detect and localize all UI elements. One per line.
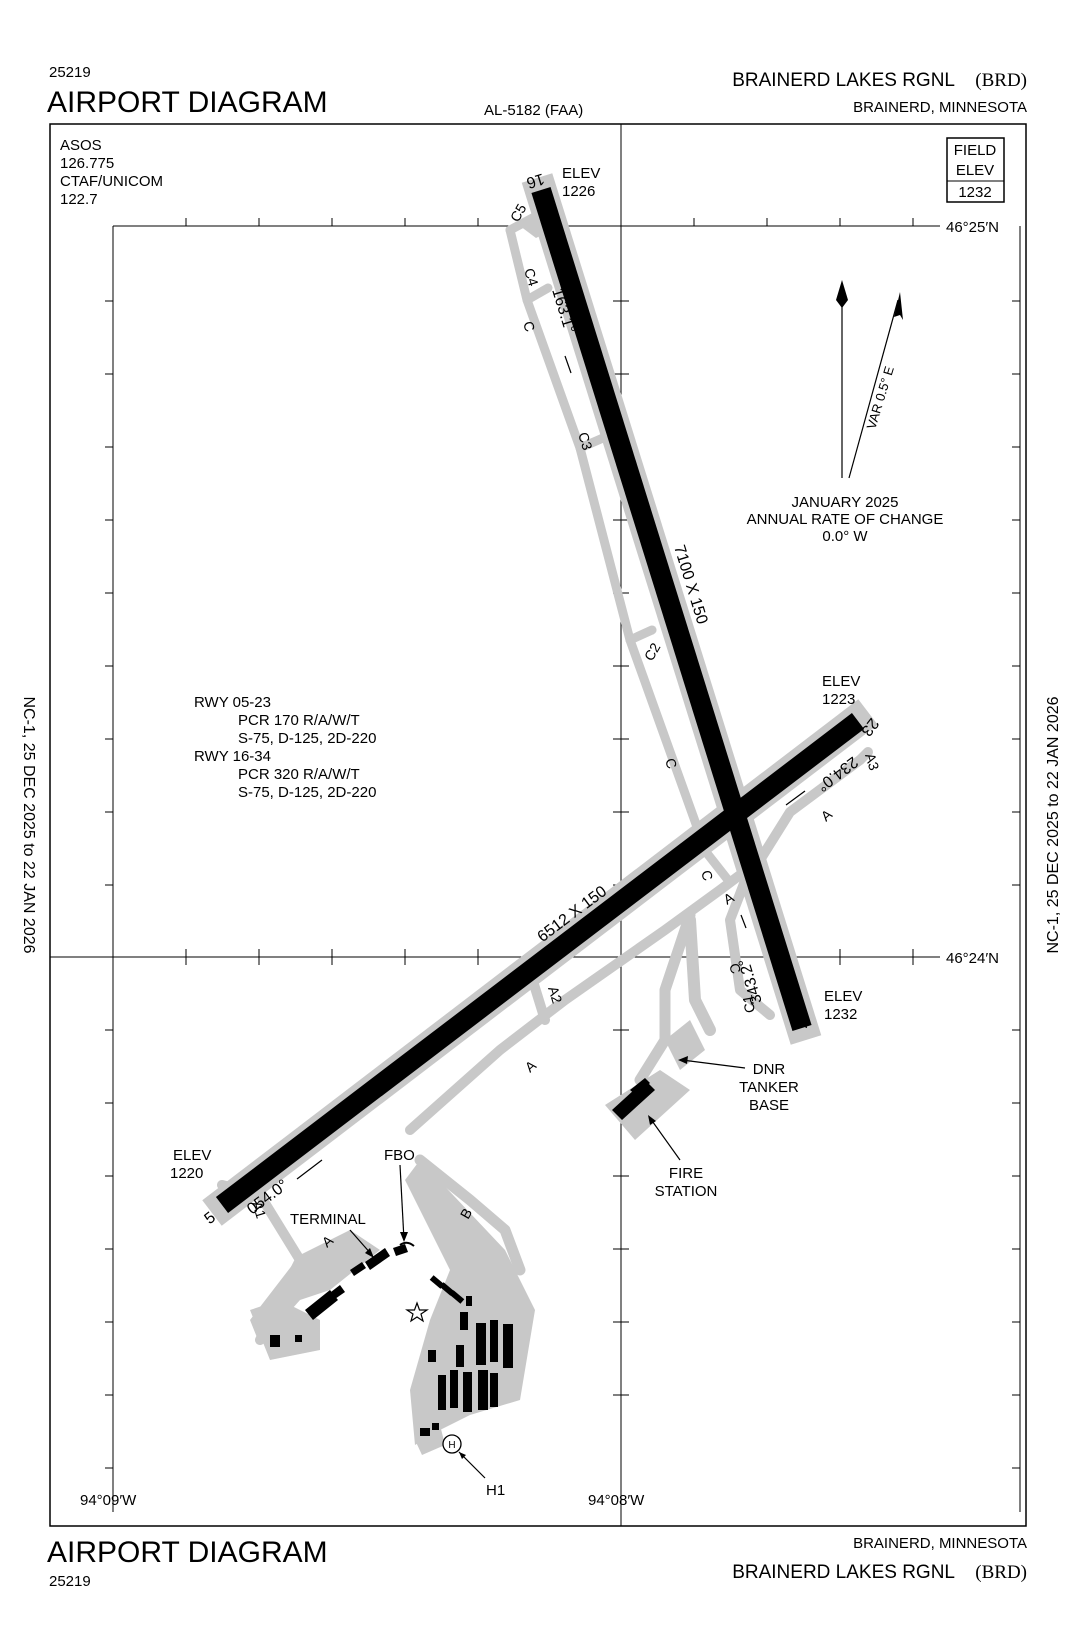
helipad-icon [442,1434,462,1454]
elev-34-label: ELEV [824,988,862,1005]
city-bottom: BRAINERD, MINNESOTA [853,1535,1027,1552]
buildings [270,1078,655,1436]
pcr-rwy2: RWY 16-34 [194,748,271,765]
magvar-rate: 0.0° W [822,528,868,545]
taxiway-c2-label: C2 [641,640,664,664]
doc-id: AL-5182 (FAA) [484,102,583,119]
elev-34-value: 1232 [824,1006,857,1023]
true-north-arrow-icon [836,280,848,308]
taxiway-c-label-2: C [662,756,680,770]
runway-16-34 [531,187,812,1031]
elev-16-label: ELEV [562,165,600,182]
aprons [250,215,705,1455]
fbo-label: FBO [384,1147,415,1164]
helipad-symbol: H [448,1440,455,1451]
lon-right-label: 94°08′W [588,1492,645,1509]
elev-16-value: 1226 [562,183,595,200]
runway-34-number: 34 [791,1015,809,1032]
mag-var-label: VAR 0.5° E [864,364,897,431]
fire-station-label-2: STATION [655,1183,718,1200]
validity-right: NC-1, 25 DEC 2025 to 22 JAN 2026 [1045,696,1062,953]
beacon-star-icon [405,1301,429,1323]
magnetic-north-line [848,299,899,479]
chart-code-top: 25219 [49,64,91,81]
taxiway-a-label-1: A [818,806,836,825]
dnr-label-3: BASE [749,1097,789,1114]
helipad-label: H1 [486,1482,505,1499]
airport-name-bottom: BRAINERD LAKES RGNL [732,1562,955,1583]
validity-left: NC-1, 25 DEC 2025 to 22 JAN 2026 [20,696,37,953]
fbo-marker [399,1241,415,1247]
taxiway-c-label-4: C [726,961,744,975]
lat-bottom-label: 46°24′N [946,950,999,967]
heading-5-arrow-icon [296,1159,323,1180]
taxiway-c-label-3: C [698,868,716,882]
heading-16-arrow-icon [564,355,572,374]
pcr-rwy2-pcr: PCR 320 R/A/W/T [238,766,360,783]
elev-5-value: 1220 [170,1165,203,1182]
fire-station-leader [649,1117,681,1161]
heading-23-arrow-icon [785,790,806,806]
ctaf-label: CTAF/UNICOM [60,173,163,190]
taxiway-a1-label: A1 [249,1199,269,1220]
asos-label: ASOS [60,137,102,154]
taxiway-a2-label: A2 [545,984,565,1005]
taxiway-c1-label: C1 [739,994,758,1015]
magvar-rate-label: ANNUAL RATE OF CHANGE [747,511,944,528]
taxiway-c5-label: C5 [507,201,530,225]
airport-ident-bottom: (BRD) [975,1562,1027,1583]
dnr-label-1: DNR [753,1061,786,1078]
city-top: BRAINERD, MINNESOTA [853,99,1027,116]
chart-code-bottom: 25219 [49,1573,91,1590]
runway-16-number: 16 [524,170,546,191]
field-elev-line2: ELEV [956,162,994,179]
terminal-building [365,1248,390,1270]
field-elev-box [946,137,1005,203]
taxiway-a-label-3: A [522,1057,540,1076]
magvar-date: JANUARY 2025 [791,494,898,511]
chart-title-bottom: AIRPORT DIAGRAM [47,1536,328,1569]
dnr-label-2: TANKER [739,1079,799,1096]
taxiway-labels: C5 C4 C C3 C2 C C C C1 A3 A A A2 A A1 A … [249,201,882,1250]
magnetic-north-arrow-icon [894,292,903,320]
taxiway-c3-label: C3 [575,430,596,452]
taxiway-c-label-1: C [520,319,538,333]
asos-frequency: 126.775 [60,155,114,172]
terminal-label: TERMINAL [290,1211,366,1228]
pcr-rwy1-weights: S-75, D-125, 2D-220 [238,730,376,747]
pcr-rwy2-weights: S-75, D-125, 2D-220 [238,784,376,801]
chart-title-top: AIRPORT DIAGRAM [47,86,328,119]
chart-frame [49,123,1027,1527]
airport-name-top: BRAINERD LAKES RGNL [732,70,955,91]
field-elev-line1: FIELD [954,142,997,159]
taxiway-a3-label: A3 [862,751,882,772]
lat-top-label: 46°25′N [946,219,999,236]
pcr-rwy1-pcr: PCR 170 R/A/W/T [238,712,360,729]
elev-23-value: 1223 [822,691,855,708]
ctaf-frequency: 122.7 [60,191,98,208]
airport-ident-top: (BRD) [975,70,1027,91]
field-elev-value: 1232 [958,184,991,201]
runway-05-23 [215,713,865,1213]
lon-left-label: 94°09′W [80,1492,137,1509]
elev-23-label: ELEV [822,673,860,690]
dnr-leader [681,1059,746,1069]
fire-station-label-1: FIRE [669,1165,703,1182]
elev-5-label: ELEV [173,1147,211,1164]
taxiway-c4-label: C4 [521,266,542,288]
heading-34-arrow-icon [740,914,747,929]
fire-station-building [612,1080,655,1120]
pcr-rwy1: RWY 05-23 [194,694,271,711]
fbo-leader [399,1164,405,1241]
